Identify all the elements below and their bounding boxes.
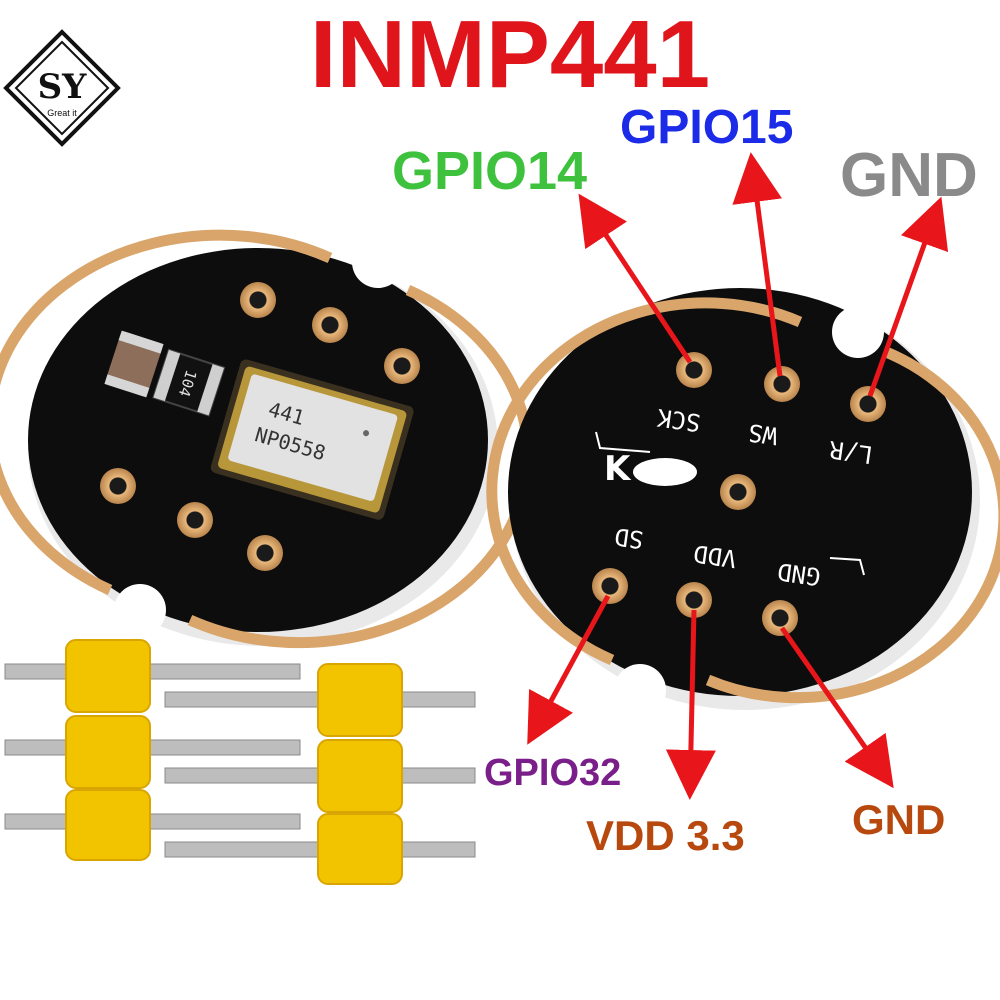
label-gpio14: GPIO14 (392, 141, 588, 201)
brand-logo: SY Great it (3, 29, 121, 147)
header-plastic-left (65, 639, 151, 861)
label-gnd-bottom: GND (852, 796, 946, 843)
arrow-gnd (779, 626, 894, 789)
arrow-sd (527, 594, 611, 745)
label-gpio32: GPIO32 (484, 752, 622, 794)
mems-microphone: 441 NP0558 (210, 359, 414, 520)
silk-lr: L/R (827, 435, 874, 469)
silk-vdd: VDD (691, 539, 738, 573)
silk-ws: WS (747, 418, 780, 450)
back-pads (592, 352, 886, 636)
svg-text:K: K (604, 449, 632, 489)
resistor: 104 (152, 348, 226, 417)
silk-sd: SD (613, 522, 646, 554)
pin-headers (4, 639, 476, 885)
arrow-ws (732, 152, 783, 377)
arrow-lr (867, 196, 949, 397)
arrows (527, 152, 949, 800)
silk-gnd: GND (775, 557, 822, 591)
front-pads (100, 282, 420, 571)
board-logo-icon: K (604, 449, 697, 489)
arrow-sck (578, 193, 693, 364)
brand-logo-text: SY (38, 67, 88, 107)
product-title: INMP441 (309, 1, 711, 108)
arrow-vdd (665, 609, 716, 800)
back-board: K SCK WS L/R SD VDD GND (486, 288, 1000, 716)
silkscreen-top: SCK WS L/R (655, 403, 874, 469)
silkscreen-bottom: SD VDD GND (613, 522, 823, 591)
label-vdd: VDD 3.3 (586, 812, 745, 859)
label-gnd-top: GND (840, 141, 978, 210)
silk-sck: SCK (655, 403, 702, 437)
front-board: 104 441 NP0558 (0, 229, 534, 649)
brand-tagline: Great it (47, 108, 77, 118)
capacitor (104, 330, 164, 398)
header-plastic-right (317, 663, 403, 885)
label-gpio15: GPIO15 (620, 101, 794, 154)
